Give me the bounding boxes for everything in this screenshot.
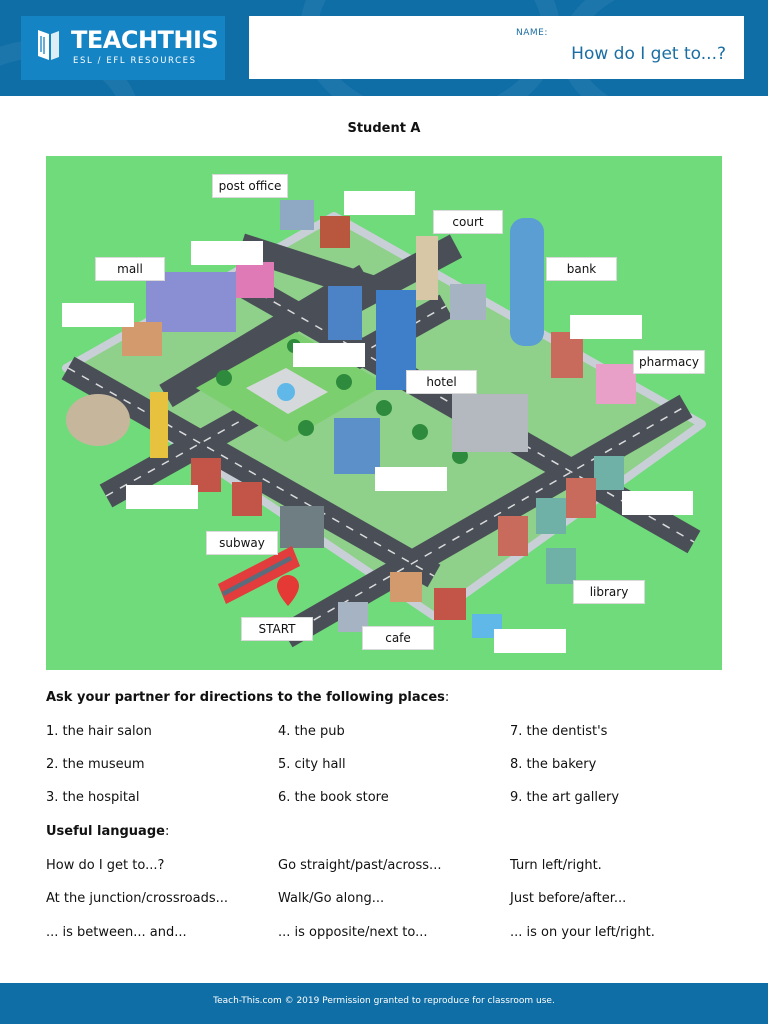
place-item: 2. the museum xyxy=(46,757,145,772)
start-pin-icon xyxy=(277,575,299,606)
useful-language-heading-colon: : xyxy=(164,824,170,839)
place-item: 5. city hall xyxy=(278,757,346,772)
place-item: 7. the dentist's xyxy=(510,724,608,739)
map-label-court: court xyxy=(433,210,503,234)
map-label-start: START xyxy=(241,617,313,641)
teachthis-logo: TEACHTHIS ESL / EFL RESOURCES xyxy=(21,16,225,80)
map-label-subway: subway xyxy=(206,531,278,555)
book-icon xyxy=(38,30,59,60)
map-blank-7 xyxy=(126,485,198,509)
useful-phrase: ... is opposite/next to... xyxy=(278,925,428,940)
useful-phrase: At the junction/crossroads... xyxy=(46,891,228,906)
map-blank-5 xyxy=(293,343,365,367)
city-map: post office court mall bank pharmacy hot… xyxy=(46,156,722,670)
directions-heading-colon: : xyxy=(444,690,450,705)
page-header: TEACHTHIS ESL / EFL RESOURCES NAME: How … xyxy=(0,0,768,96)
map-blank-8 xyxy=(622,491,693,515)
map-blank-1 xyxy=(344,191,415,215)
map-label-mall: mall xyxy=(95,257,165,281)
worksheet-title: How do I get to...? xyxy=(571,44,726,64)
useful-phrase: ... is on your left/right. xyxy=(510,925,655,940)
map-label-hotel: hotel xyxy=(406,370,477,394)
useful-phrase: Go straight/past/across... xyxy=(278,858,442,873)
place-item: 4. the pub xyxy=(278,724,345,739)
map-blank-6 xyxy=(375,467,447,491)
place-item: 3. the hospital xyxy=(46,790,140,805)
map-label-bank: bank xyxy=(546,257,617,281)
name-box: NAME: How do I get to...? xyxy=(249,16,744,79)
place-item: 6. the book store xyxy=(278,790,389,805)
logo-wordmark: TEACHTHIS xyxy=(71,26,219,54)
student-heading: Student A xyxy=(347,121,421,136)
useful-language-heading: Useful language: xyxy=(46,824,169,839)
place-item: 8. the bakery xyxy=(510,757,597,772)
map-blank-9 xyxy=(494,629,566,653)
useful-phrase: ... is between... and... xyxy=(46,925,187,940)
map-label-cafe: cafe xyxy=(362,626,434,650)
copyright-text: Teach-This.com © 2019 Permission granted… xyxy=(213,996,555,1006)
logo-tagline: ESL / EFL RESOURCES xyxy=(73,56,197,66)
map-illustration xyxy=(61,200,706,648)
map-blank-4 xyxy=(570,315,642,339)
useful-phrase: Walk/Go along... xyxy=(278,891,385,906)
name-label: NAME: xyxy=(516,28,548,38)
map-label-post-office: post office xyxy=(212,174,288,198)
map-label-pharmacy: pharmacy xyxy=(633,350,705,374)
map-blank-2 xyxy=(191,241,263,265)
directions-heading-text: Ask your partner for directions to the f… xyxy=(46,690,445,705)
useful-phrase: Just before/after... xyxy=(510,891,627,906)
useful-phrase: How do I get to...? xyxy=(46,858,165,873)
map-label-library: library xyxy=(573,580,645,604)
useful-language-heading-text: Useful language xyxy=(46,824,165,839)
directions-heading: Ask your partner for directions to the f… xyxy=(46,690,449,705)
map-blank-3 xyxy=(62,303,134,327)
useful-phrase: Turn left/right. xyxy=(510,858,602,873)
place-item: 1. the hair salon xyxy=(46,724,152,739)
place-item: 9. the art gallery xyxy=(510,790,620,805)
page-footer: Teach-This.com © 2019 Permission granted… xyxy=(0,983,768,1024)
